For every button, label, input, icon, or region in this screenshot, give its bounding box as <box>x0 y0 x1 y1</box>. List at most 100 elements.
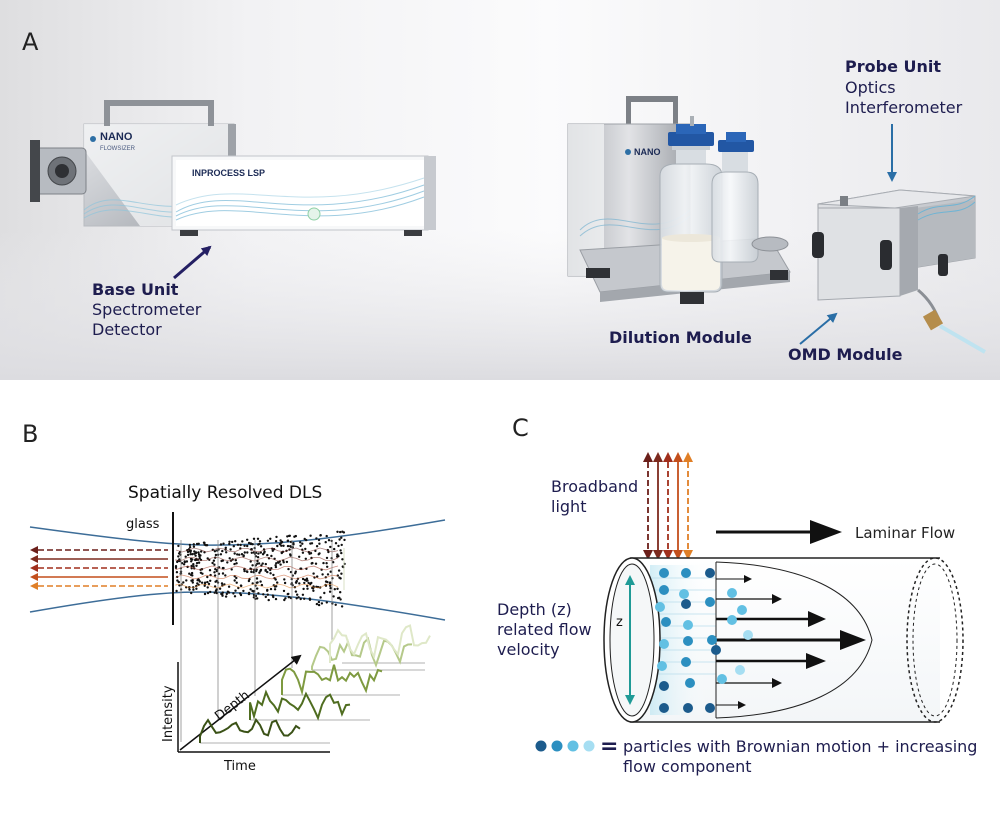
particle-dot <box>283 578 286 581</box>
particle-dot <box>332 595 335 598</box>
depth-label-line2: related flow <box>497 620 592 639</box>
front-unit-product: INPROCESS LSP <box>192 168 265 178</box>
particle-dot <box>314 562 318 565</box>
particle-dot <box>283 598 286 602</box>
particle-dot <box>303 581 306 585</box>
particle-dot <box>308 598 312 601</box>
particle-dot <box>197 561 201 564</box>
particle-dot <box>195 561 199 565</box>
base-unit-brand: NANO <box>100 131 133 143</box>
particle-dot <box>274 597 278 601</box>
base-unit-brand-sub: FLOWSIZER <box>100 146 136 152</box>
panel-b-title: Spatially Resolved DLS <box>128 483 322 503</box>
particle-dot <box>200 581 204 584</box>
particle-dot <box>256 581 259 584</box>
particle-dot <box>224 595 228 598</box>
particle-dot <box>293 535 296 538</box>
particle-dot <box>336 587 339 590</box>
particle-dot <box>318 552 321 555</box>
particle-dot <box>191 581 194 584</box>
particle-dot <box>252 571 255 574</box>
particle-dot <box>286 535 289 538</box>
particle-dot <box>177 555 180 558</box>
particle-dot <box>318 542 321 545</box>
particle-dot <box>266 589 269 592</box>
particle-dot <box>205 544 209 547</box>
particle-dot <box>243 551 246 554</box>
z-label: z <box>616 615 623 630</box>
particle-dot <box>326 565 329 568</box>
legend-dot-dark <box>535 740 547 752</box>
particle-dot <box>185 560 189 563</box>
particle-dot <box>247 541 251 545</box>
flow-particle-dot <box>683 620 693 630</box>
particle-dot <box>304 547 307 551</box>
particle-dot <box>188 546 192 549</box>
particle-dot <box>257 562 261 565</box>
flow-particle-dot <box>705 597 715 607</box>
particle-dot <box>329 545 332 549</box>
particle-dot <box>191 558 194 561</box>
particle-dot <box>221 549 224 553</box>
particle-dot <box>225 592 228 596</box>
particle-dot <box>225 551 228 554</box>
glass-label: glass <box>126 517 160 532</box>
y-axis-label: Intensity <box>161 685 176 742</box>
panel-c-diagram: C Broadband light Laminar Flow <box>497 414 977 776</box>
particle-dot <box>266 553 269 557</box>
particle-dot <box>221 594 224 597</box>
probe-unit-title: Probe Unit <box>845 57 941 76</box>
flow-particle-dot <box>727 615 737 625</box>
particle-dot <box>236 543 240 546</box>
particle-dot <box>264 568 267 572</box>
particle-dot <box>298 555 301 558</box>
particle-dot <box>269 587 273 591</box>
particle-dot <box>192 588 195 591</box>
particle-dot <box>221 572 225 575</box>
particle-dot <box>280 544 283 547</box>
particle-dot <box>203 543 206 546</box>
particle-dot <box>294 572 297 575</box>
particle-dot <box>270 554 273 558</box>
particle-dot <box>261 562 264 565</box>
legend-dot-mid <box>551 740 563 752</box>
particle-dot <box>269 572 272 575</box>
particle-dot <box>259 580 262 583</box>
particle-dot <box>310 581 313 585</box>
particle-dot <box>203 584 206 587</box>
intensity-trace <box>329 624 431 663</box>
particle-dot <box>257 592 260 595</box>
particle-dot <box>215 569 219 573</box>
particle-dot <box>328 584 332 587</box>
particle-dot <box>287 596 291 599</box>
particle-dot <box>201 572 204 575</box>
particle-dot <box>278 543 282 546</box>
particle-dot <box>339 549 342 552</box>
particle-dot <box>325 556 329 560</box>
panel-a-photo: NANO FLOWSIZER INPROCESS LSP Base Unit S… <box>0 0 1000 380</box>
particle-dot <box>303 597 306 600</box>
particle-dot <box>298 582 301 585</box>
particle-dot <box>235 581 238 584</box>
particle-dot <box>239 543 242 547</box>
particle-dot <box>294 590 298 593</box>
particle-dot <box>312 589 315 592</box>
particle-dot <box>315 545 319 548</box>
flow-particle-dot <box>717 674 727 684</box>
panel-a-letter: A <box>22 28 39 56</box>
particle-dot <box>211 561 214 565</box>
particle-dot <box>220 582 224 585</box>
beam-envelope-bottom <box>29 591 446 621</box>
particle-dot <box>228 542 231 546</box>
legend-equals: = <box>600 734 618 759</box>
particle-dot <box>324 580 328 583</box>
particle-dot <box>238 553 241 556</box>
probe-unit-line1: Optics <box>845 78 896 97</box>
particle-dot <box>325 534 328 538</box>
particle-dot <box>200 550 203 553</box>
particle-dot <box>276 561 280 564</box>
particle-dot <box>228 557 231 560</box>
flow-particle-dot <box>681 568 691 578</box>
particle-dot <box>182 581 185 584</box>
